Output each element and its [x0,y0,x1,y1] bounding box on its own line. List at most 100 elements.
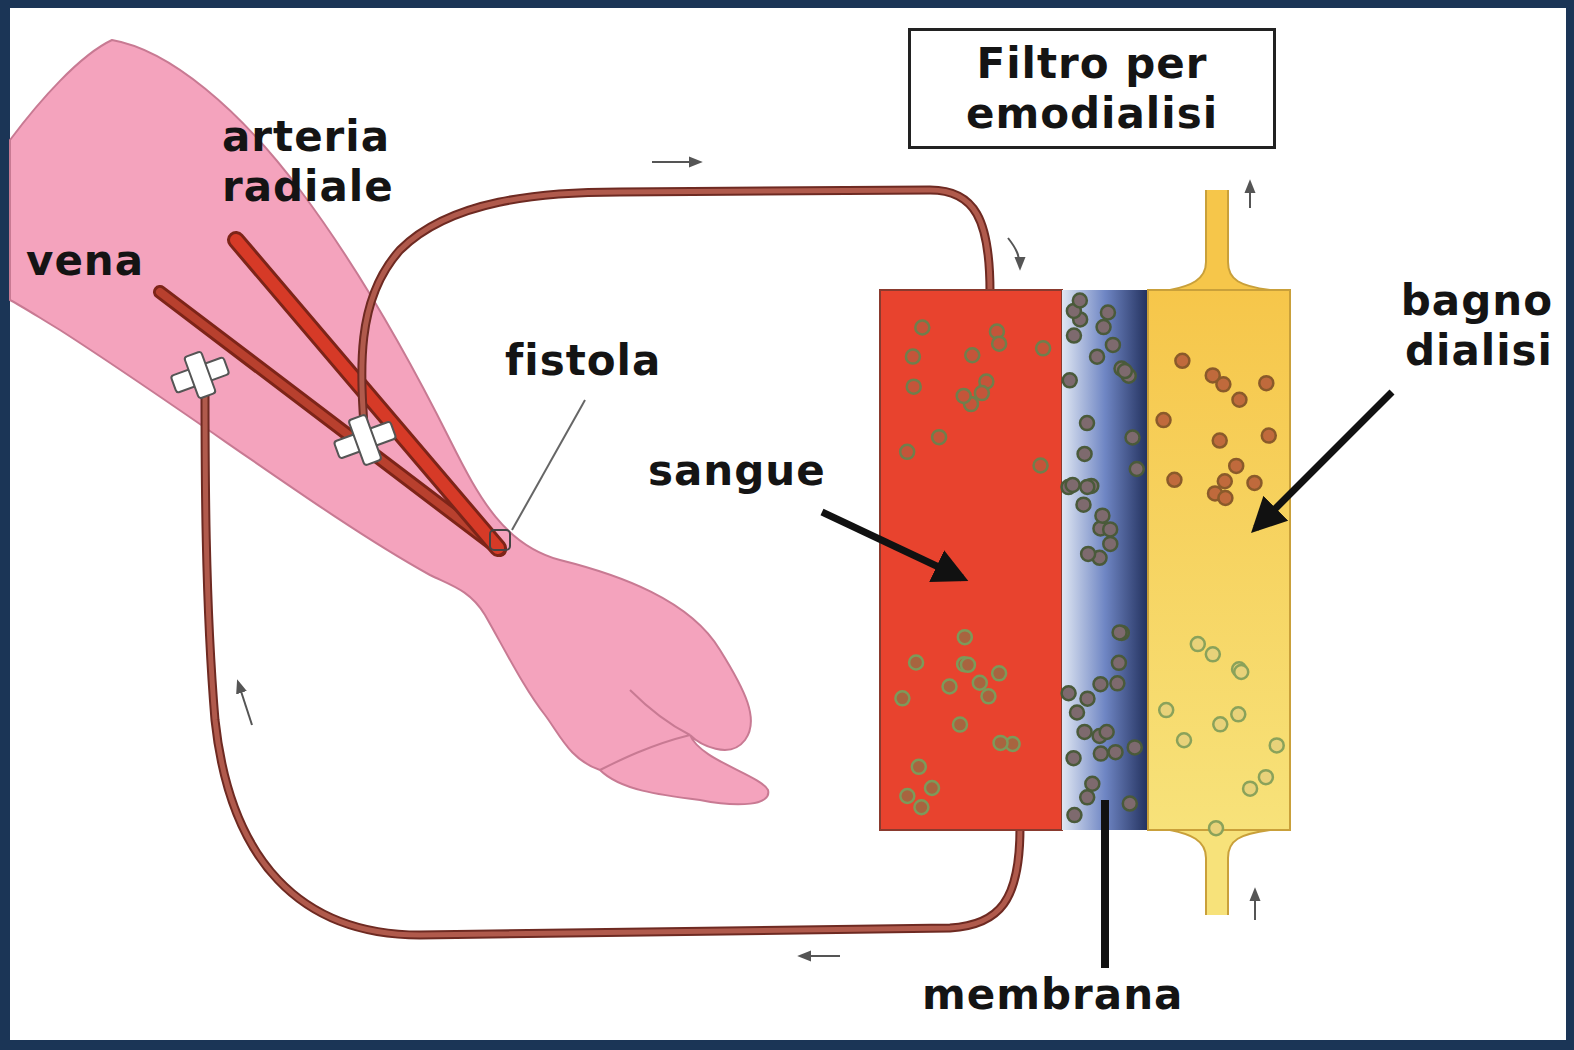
solute-particle [1123,797,1137,811]
solute-particle [1213,434,1227,448]
solute-particle [1229,459,1243,473]
solute-particle [1106,338,1120,352]
vessel-label: arteria radiale [222,112,452,211]
pointer-arrow [822,512,962,578]
solute-particle [1113,625,1127,639]
solute-particle [912,760,926,774]
solute-particle [1157,413,1171,427]
solute-particle [1036,341,1050,355]
solute-particle [1130,462,1144,476]
dialysis-membrane [1062,290,1148,830]
leader-line [1101,800,1109,968]
solute-particle [1126,431,1140,445]
needle-clamp [329,407,402,473]
solute-particle [1100,725,1114,739]
solute-particle [1175,354,1189,368]
solute-particle [1259,376,1273,390]
solute-particle [1177,733,1191,747]
solute-particle [1094,677,1108,691]
vessel-label: vena [26,236,186,286]
solute-particle [1109,745,1123,759]
solute-particle [1070,705,1084,719]
part-label: fistola [505,336,725,386]
solute-particle [957,389,971,403]
forearm [10,40,768,804]
solute-particle [1081,547,1095,561]
solute-particle [1066,478,1080,492]
vein [160,292,500,550]
solute-particle [1078,725,1092,739]
solute-particle [907,380,921,394]
solute-particle [1080,692,1094,706]
blood-compartment [880,290,1062,830]
solute-particle [900,789,914,803]
solute-particle [900,445,914,459]
solute-particle [909,656,923,670]
solute-particle [1191,637,1205,651]
solute-particle [1128,740,1142,754]
solute-particle [1247,476,1261,490]
solute-particle [1243,782,1257,796]
solute-particle [1094,747,1108,761]
part-label: bagno dialisi [1348,276,1553,375]
solute-particle [1085,777,1099,791]
solute-particle [975,386,989,400]
solute-particle [1073,293,1087,307]
solute-particle [1259,770,1273,784]
solute-particle [1067,808,1081,822]
solute-particle [1110,676,1124,690]
solute-particle [943,680,957,694]
solute-particle [965,348,979,362]
solute-particle [932,430,946,444]
solute-particle [1067,329,1081,343]
leader-line [512,400,585,530]
solute-particle [961,658,975,672]
solute-particle [1262,429,1276,443]
solute-particle [1213,717,1227,731]
solute-particle [914,800,928,814]
solute-particle [958,630,972,644]
solute-particle [1034,458,1048,472]
solute-particle [1063,373,1077,387]
solute-particle [1112,656,1126,670]
vein-core [160,292,500,550]
solute-particle [1095,509,1109,523]
solute-particle [1159,703,1173,717]
solute-particle [1118,364,1132,378]
solute-particle [1078,447,1092,461]
solute-particle [953,718,967,732]
hand-contour [600,690,690,770]
page-ground [10,8,1566,1040]
solute-particle [1103,522,1117,536]
needle-clamp [166,345,234,405]
solute-particle [994,736,1008,750]
solute-particle [1218,491,1232,505]
solute-particle [973,676,987,690]
part-label: sangue [648,446,878,496]
solute-particle [992,666,1006,680]
solute-particle [1090,350,1104,364]
part-label: membrana [922,970,1252,1020]
dialysate-compartment [1148,290,1290,830]
solute-particle [1209,821,1223,835]
radial-artery [236,240,498,548]
title-box: Filtro per emodialisi [908,28,1276,149]
radial-artery-core [236,240,498,548]
solute-particle [1232,393,1246,407]
dialysate-outlet [1170,190,1270,290]
solute-particle [906,350,920,364]
solute-particle [1080,416,1094,430]
solute-particle [915,321,929,335]
solute-particle [925,781,939,795]
fistula [490,530,510,550]
solute-particle [1167,473,1181,487]
pointer-arrow [1256,392,1392,528]
solute-particle [1231,707,1245,721]
solute-particle [1216,377,1230,391]
solute-particle [1067,751,1081,765]
solute-particle [1080,790,1094,804]
solute-particle [895,691,909,705]
solute-particle [981,689,995,703]
solute-particle [1103,537,1117,551]
